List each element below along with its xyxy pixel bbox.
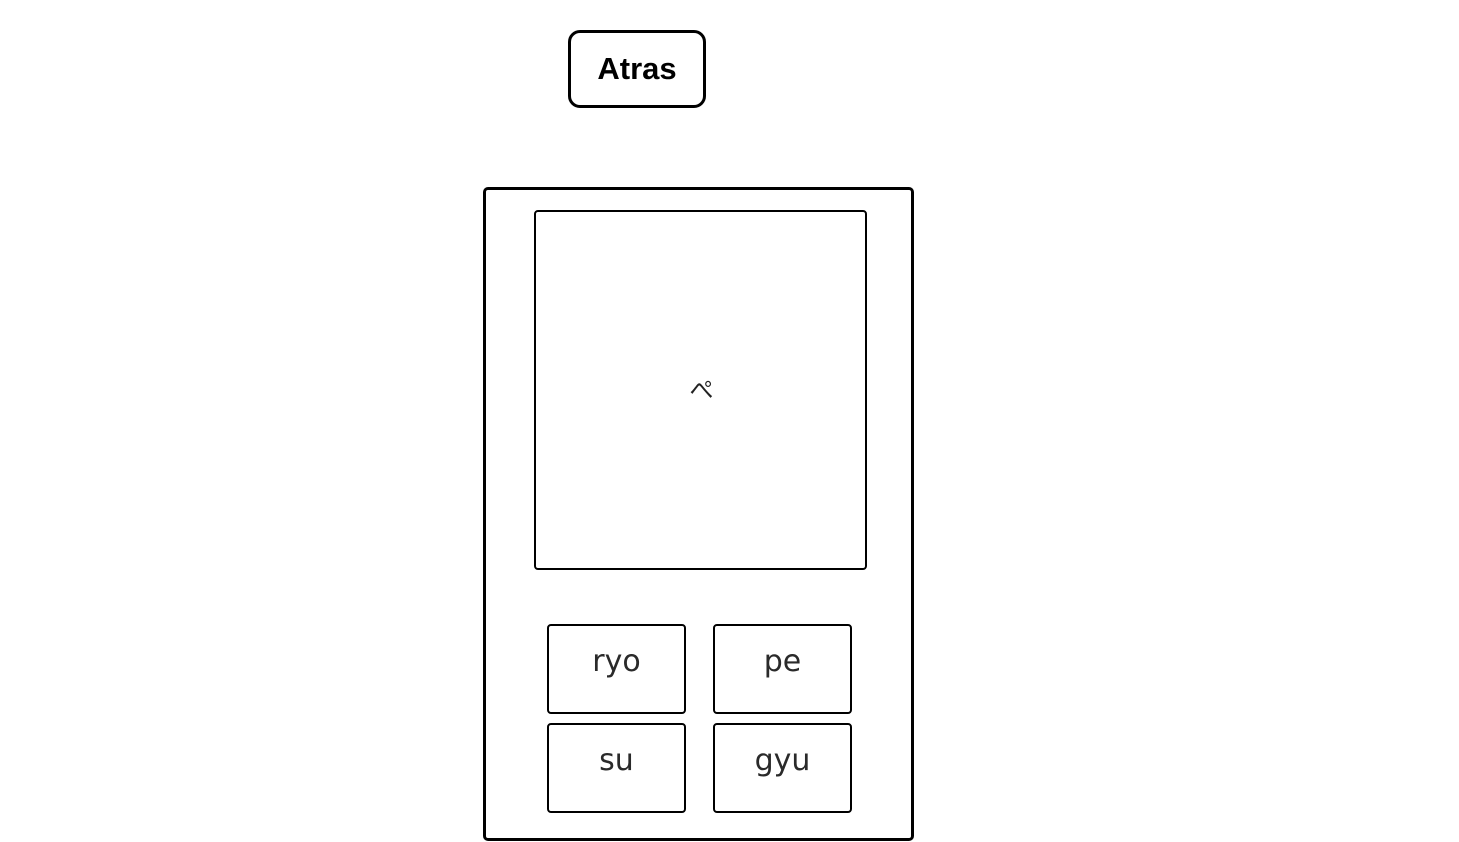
option-button-pe[interactable]: pe	[713, 624, 852, 714]
quiz-card: ぺ ryo pe su gyu	[483, 187, 914, 841]
back-button[interactable]: Atras	[568, 30, 706, 108]
kana-display: ぺ	[534, 210, 867, 570]
option-button-su[interactable]: su	[547, 723, 686, 813]
option-button-gyu[interactable]: gyu	[713, 723, 852, 813]
kana-character: ぺ	[689, 376, 714, 404]
option-button-ryo[interactable]: ryo	[547, 624, 686, 714]
